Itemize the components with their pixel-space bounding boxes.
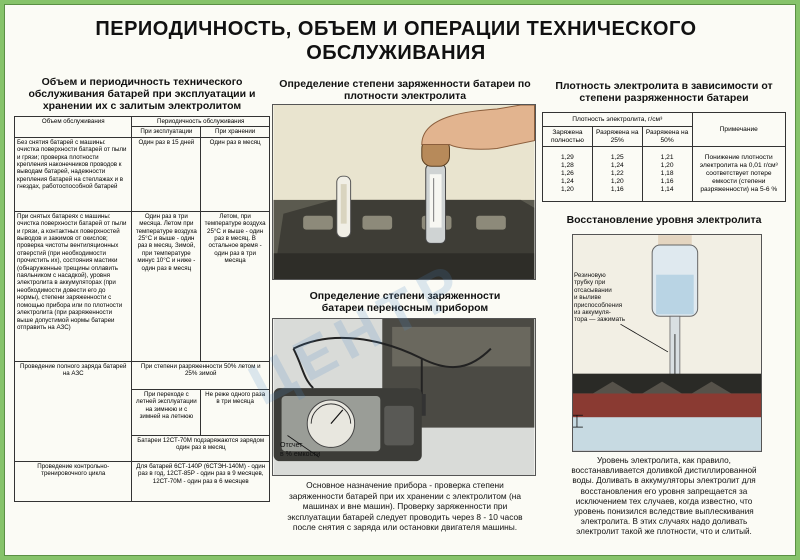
row4-operation: Для батарей 6СТ-140Р (6СТЭН-140М) - один… (131, 460, 270, 502)
density-note: Понижение плотности электролита на 0,01 … (691, 146, 787, 202)
poster-title-line1: ПЕРИОДИЧНОСТЬ, ОБЪЕМ И ОПЕРАЦИИ ТЕХНИЧЕС… (95, 18, 697, 40)
right-heading-level: Восстановление уровня электролита (566, 214, 762, 226)
th-density: Плотность электролита, г/см³ (542, 112, 693, 127)
device-reading-callout: Отсчет в % емкости (280, 442, 321, 458)
density-table: Плотность электролита, г/см³ Примечание … (542, 112, 787, 202)
row2-scope: При снятых батареях с машины: очистка по… (13, 210, 133, 362)
electrolyte-level-illustration (572, 234, 762, 452)
row3-note: Батареи 12СТ-70М подзаряжаются зарядом о… (131, 434, 270, 462)
th-scope: Объем обслуживания (13, 116, 133, 138)
row3-scope: Проведение полного заряда батарей на АЗС (13, 360, 133, 462)
hydrometer-illustration (272, 104, 536, 280)
mid-heading-hydrometer: Определение степени заряженности батареи… (279, 78, 531, 102)
level-caption: Уровень электролита, как правило, восста… (571, 456, 757, 537)
left-heading: Объем и периодичность технического обслу… (28, 76, 256, 112)
th-25: Разряжена на 25% (591, 126, 643, 147)
row1-storage: Один раз в месяц (200, 136, 270, 212)
th-storage: При хранении (200, 126, 270, 138)
device-purpose-caption: Основное назначение прибора - проверка с… (287, 480, 523, 532)
right-heading-density: Плотность электролита в зависимости от с… (555, 80, 773, 104)
tube-callout: Резиновую трубку при отсасывании и вылив… (574, 272, 626, 324)
poster-title-line2: ОБСЛУЖИВАНИЯ (306, 42, 486, 64)
portable-device-illustration (272, 318, 536, 476)
mid-heading-portable-device: Определение степени заряженности батареи… (309, 290, 501, 314)
row1-scope: Без снятия батарей с машины: очистка пов… (13, 136, 133, 212)
th-50: Разряжена на 50% (641, 126, 693, 147)
row3-sub-operation: При переходе с летней эксплуатации на зи… (131, 388, 202, 436)
row2-operation: Один раз в три месяца. Летом при темпера… (131, 210, 202, 362)
row2-storage: Летом, при температуре воздуха 25°С и вы… (200, 210, 270, 362)
maintenance-table: Объем обслуживания Периодичность обслужи… (13, 115, 270, 502)
th-note: Примечание (691, 112, 787, 147)
row1-operation: Один раз в 15 дней (131, 136, 202, 212)
th-operation: При эксплуатации (131, 126, 202, 138)
row4-scope: Проведение контрольно-тренировочного цик… (13, 460, 133, 502)
th-full: Заряжена полностью (542, 126, 593, 147)
th-period: Периодичность обслуживания (131, 115, 270, 128)
